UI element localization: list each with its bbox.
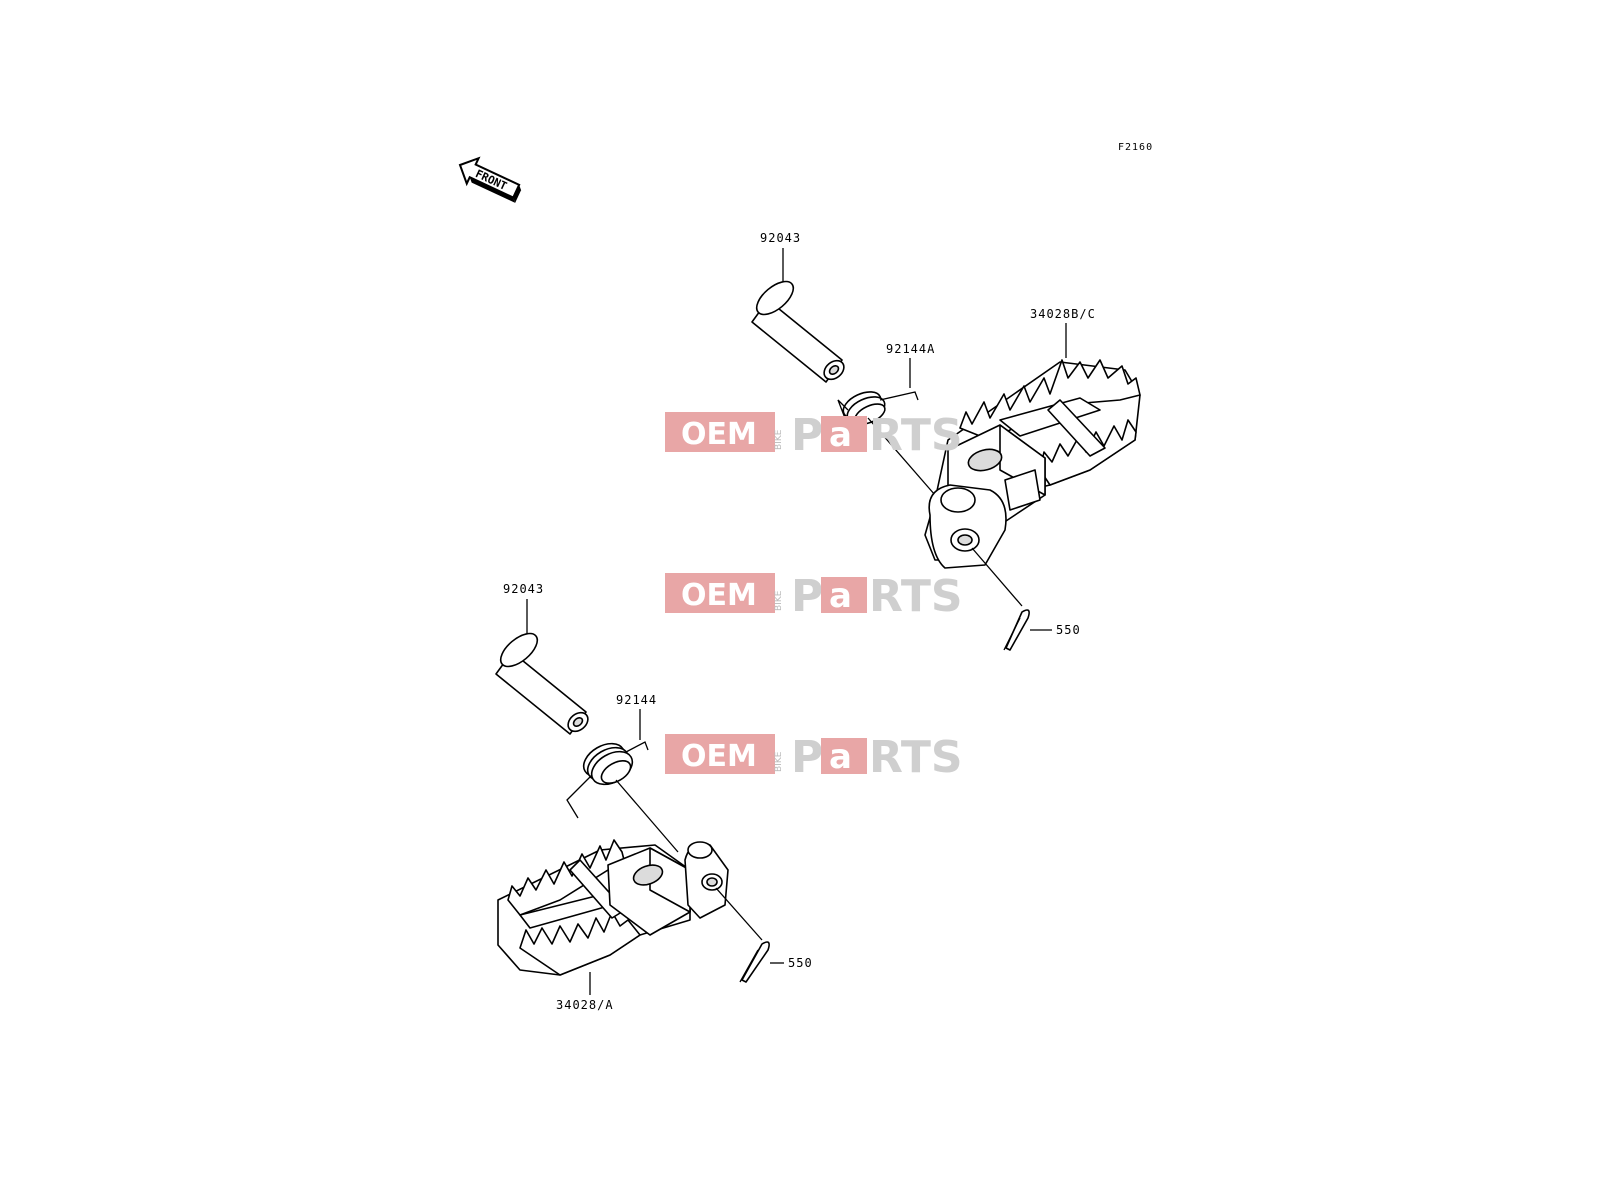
svg-text:OEM: OEM (681, 417, 757, 452)
leader-spring-to-peg-upper (867, 417, 936, 496)
diagram-code: F2160 (1118, 142, 1153, 153)
watermark-logo: OEM BIKE P a RTS (665, 732, 963, 783)
svg-text:OEM: OEM (681, 739, 757, 774)
svg-text:RTS: RTS (869, 571, 963, 622)
footpeg-lower (497, 839, 729, 976)
leader-peg-to-cotter-lower (715, 887, 763, 941)
svg-text:RTS: RTS (869, 410, 963, 461)
svg-text:P: P (791, 732, 823, 783)
label-pin-upper: 92043 (760, 231, 801, 245)
label-spring-upper: 92144A (886, 342, 935, 356)
label-spring-lower: 92144 (616, 693, 657, 707)
svg-text:BIKE: BIKE (774, 429, 784, 450)
svg-text:BIKE: BIKE (774, 751, 784, 772)
label-cotter-lower: 550 (788, 956, 813, 970)
svg-text:a: a (829, 415, 852, 455)
leader-peg-to-cotter-upper (971, 547, 1023, 607)
label-footpeg-lower: 34028/A (556, 998, 614, 1012)
spring-lower (566, 741, 649, 819)
watermark-logo: OEM BIKE P a RTS (665, 410, 963, 461)
svg-text:RTS: RTS (869, 732, 963, 783)
svg-text:a: a (829, 576, 852, 616)
label-cotter-upper: 550 (1056, 623, 1081, 637)
pin-upper (751, 280, 845, 383)
front-arrow-icon: FRONT (458, 156, 522, 203)
svg-text:BIKE: BIKE (774, 590, 784, 611)
svg-text:P: P (791, 571, 823, 622)
svg-text:P: P (791, 410, 823, 461)
leader-spring-to-peg-lower (615, 779, 679, 853)
pin-lower (495, 632, 589, 735)
label-footpeg-upper: 34028B/C (1030, 307, 1096, 321)
cotter-pin-upper (1003, 609, 1030, 651)
svg-text:a: a (829, 737, 852, 777)
footpeg-upper (924, 359, 1141, 569)
cotter-pin-lower (739, 941, 770, 983)
label-pin-lower: 92043 (503, 582, 544, 596)
watermark-logo: OEM BIKE P a RTS (665, 571, 963, 622)
svg-text:OEM: OEM (681, 578, 757, 613)
